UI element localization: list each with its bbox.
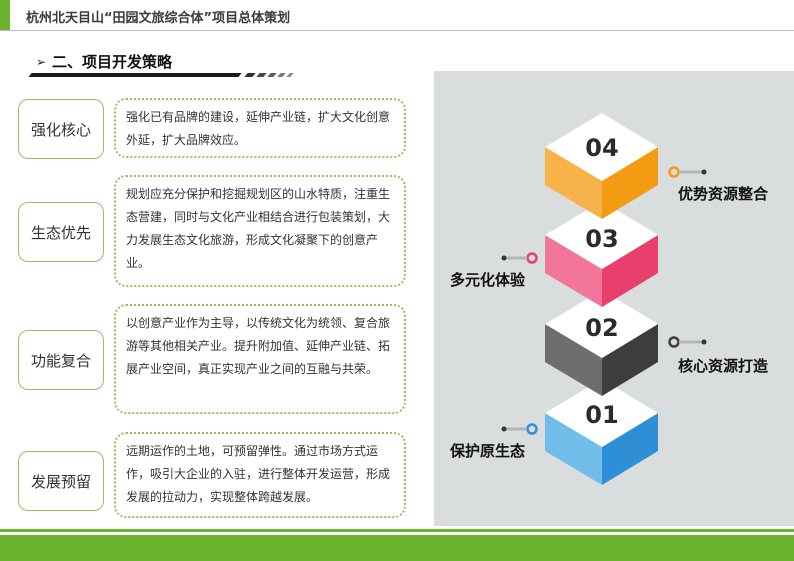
stack-label-03: 多元化体验 — [450, 271, 526, 289]
stack-panel: 01 02 03 04 — [434, 71, 794, 526]
header-accent-bar — [0, 0, 10, 30]
connector-01 — [501, 423, 538, 435]
cube-number-01: 01 — [585, 401, 618, 429]
strategy-description: 远期运作的土地，可预留弹性。通过市场方式运作，吸引大企业的入驻，进行整体开发运营… — [114, 432, 406, 518]
strategy-label: 强化核心 — [18, 99, 104, 159]
footer-thin-bar — [0, 529, 794, 532]
stack-label-04: 优势资源整合 — [678, 185, 769, 203]
strategy-label: 生态优先 — [18, 202, 104, 262]
cube-01: 01 — [545, 379, 658, 485]
strategy-label: 功能复合 — [18, 330, 104, 390]
strategy-description: 以创意产业作为主导，以传统文化为统领、复合旅游等其他相关产业。提升附加值、延伸产… — [114, 304, 406, 414]
strategy-label: 发展预留 — [18, 451, 104, 511]
cube-04: 04 — [545, 113, 658, 219]
section-underline — [0, 73, 300, 81]
cube-02: 02 — [545, 290, 658, 396]
stack-label-02: 核心资源打造 — [678, 357, 769, 375]
header-divider — [0, 30, 794, 31]
section-title: 二、项目开发策略 — [52, 53, 173, 71]
strategy-description: 规划应充分保护和挖掘规划区的山水特质，注重生态营建，同时与文化产业相结合进行包装… — [114, 175, 406, 287]
section-bullet-icon: ➢ — [36, 55, 47, 69]
page-header-title: 杭州北天目山“田园文旅综合体”项目总体策划 — [26, 11, 291, 26]
connector-02 — [668, 336, 707, 348]
connector-04 — [668, 166, 707, 178]
strategy-description: 强化已有品牌的建设，延伸产业链，扩大文化创意外延，扩大品牌效应。 — [114, 98, 406, 158]
connector-03 — [501, 252, 538, 264]
cube-stack-graphic: 01 02 03 04 — [501, 113, 707, 485]
cube-number-04: 04 — [585, 134, 618, 162]
stack-label-01: 保护原生态 — [450, 442, 526, 460]
footer-bar — [0, 535, 794, 561]
cube-03: 03 — [545, 201, 658, 307]
cube-number-02: 02 — [585, 314, 618, 342]
cube-number-03: 03 — [585, 225, 618, 253]
